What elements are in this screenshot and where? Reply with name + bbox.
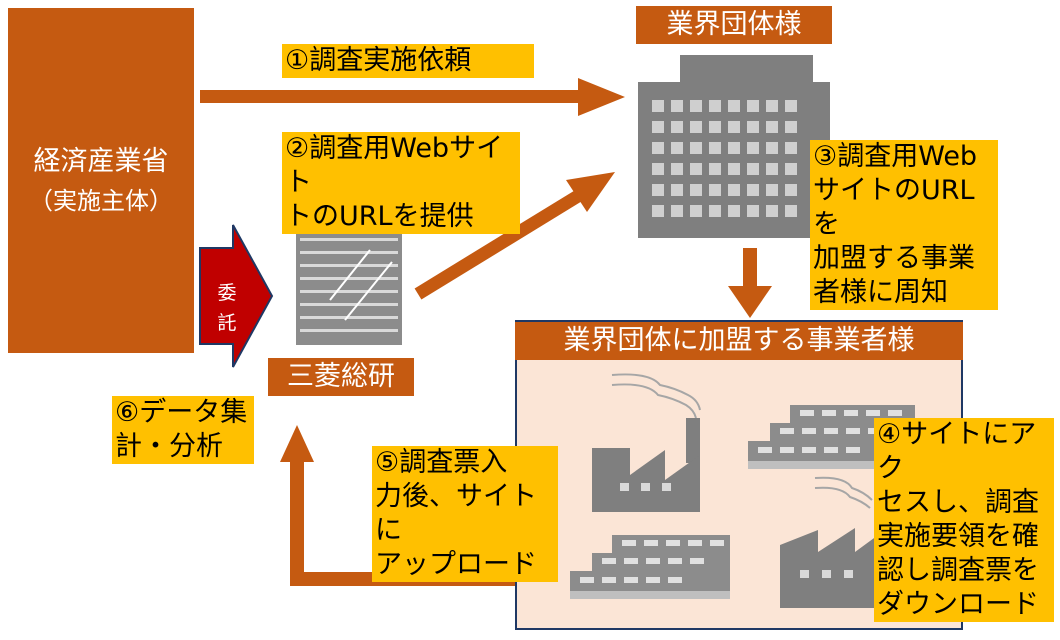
members-header: 業界団体に加盟する事業者様 — [515, 322, 963, 360]
ministry-name: 経済産業省 — [33, 145, 169, 177]
step-1-label: ①調査実施依頼 — [282, 44, 534, 78]
arrow-request — [200, 78, 625, 116]
step-5-label: ⑤調査票入 力後、サイトに アップロード — [372, 446, 558, 582]
factory-icon — [592, 373, 701, 512]
itaku-label-wrap: 委託 — [200, 248, 260, 344]
itaku-arrow — [199, 224, 274, 368]
arrow-notify — [728, 248, 772, 318]
arrow-provide-url — [414, 172, 615, 300]
step-4-label: ④サイトにアク セスし、調査 実施要領を確 認し調査票を ダウンロード — [874, 418, 1054, 622]
warehouse-icon-2 — [570, 535, 730, 599]
mri-building-icon — [296, 215, 402, 345]
mri-label: 三菱総研 — [268, 358, 414, 396]
step-2-label: ②調査用Webサイト トのURLを提供 — [282, 132, 520, 234]
ministry-box: 経済産業省 （実施主体） — [8, 8, 194, 353]
ministry-role: （実施主体） — [29, 186, 173, 215]
association-building-icon — [638, 55, 830, 238]
itaku-label: 委託 — [217, 282, 237, 334]
step-6-label: ⑥データ集 計・分析 — [112, 396, 254, 464]
association-label: 業界団体様 — [636, 6, 832, 44]
factory-icon-2 — [780, 476, 885, 608]
step-3-label: ③調査用Web サイトのURLを 加盟する事業 者様に周知 — [810, 140, 998, 310]
